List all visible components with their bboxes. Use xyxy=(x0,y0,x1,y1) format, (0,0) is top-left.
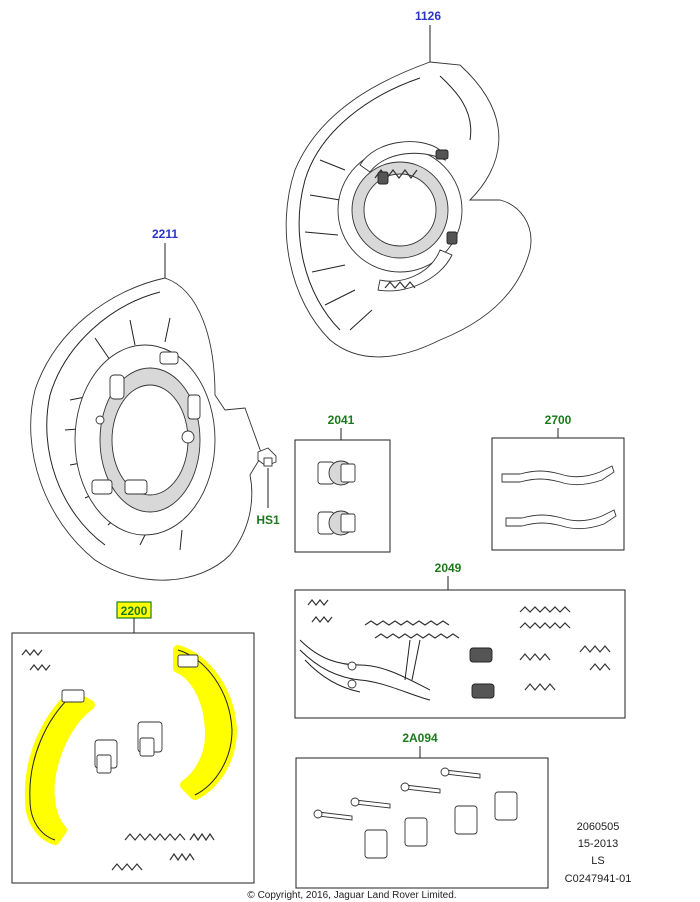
callout-2700: 2700 xyxy=(545,413,572,427)
callout-2200: 2200 xyxy=(121,604,148,618)
pins-2a094[interactable] xyxy=(313,767,481,821)
strut-2700-b[interactable] xyxy=(505,509,617,530)
callout-2200-highlight xyxy=(117,602,151,618)
spring-pair-2049-left[interactable] xyxy=(307,599,333,623)
callout-2049: 2049 xyxy=(435,561,462,575)
box-2700 xyxy=(491,437,625,551)
strut-2700-a[interactable] xyxy=(501,465,615,486)
callout-2211: 2211 xyxy=(152,227,178,241)
backing-plate-assembly-1126[interactable] xyxy=(285,61,532,358)
adjuster-2041-b[interactable] xyxy=(317,510,356,536)
shoe-clip-a[interactable] xyxy=(94,739,118,774)
callout-2041: 2041 xyxy=(328,413,355,427)
brake-shoe-right[interactable] xyxy=(173,645,237,800)
reference-line-2: 15-2013 xyxy=(578,838,618,850)
callout-1126: 1126 xyxy=(415,9,441,23)
reference-line-3: LS xyxy=(591,855,604,867)
callout-2a094: 2A094 xyxy=(402,731,438,745)
box-2041 xyxy=(294,439,391,553)
bolt-hs1[interactable] xyxy=(257,447,277,467)
clips-2049[interactable] xyxy=(469,647,495,699)
box-2049 xyxy=(294,589,626,719)
return-springs-2200[interactable] xyxy=(111,832,215,871)
shoe-clip-b[interactable] xyxy=(137,721,163,757)
brake-shoe-left[interactable] xyxy=(24,689,95,845)
adjuster-2041-a[interactable] xyxy=(317,460,356,486)
box-2a094 xyxy=(295,757,549,889)
clips-2a094[interactable] xyxy=(364,791,518,859)
reference-line-4: C0247941-01 xyxy=(565,873,632,885)
box-2200 xyxy=(11,632,255,884)
springs-2049-right[interactable] xyxy=(519,606,611,691)
spring-pair-2200-top[interactable] xyxy=(21,649,51,671)
long-springs-2049[interactable] xyxy=(364,620,460,681)
cable-2049[interactable] xyxy=(299,639,431,701)
copyright-text: © Copyright, 2016, Jaguar Land Rover Lim… xyxy=(247,890,456,901)
dust-shield-2211[interactable] xyxy=(30,277,263,581)
callout-hs1: HS1 xyxy=(256,513,280,527)
reference-line-1: 2060505 xyxy=(577,821,620,833)
